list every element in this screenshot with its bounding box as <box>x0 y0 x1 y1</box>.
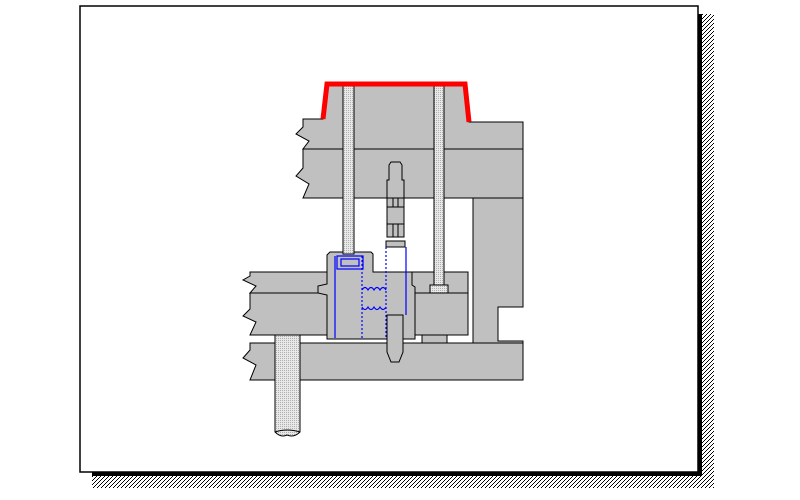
center-pin <box>386 161 405 238</box>
paper-shadow <box>92 14 714 488</box>
paper <box>79 5 699 473</box>
molded-cap <box>320 81 472 123</box>
ejector-rod <box>274 334 301 437</box>
right-rod-head <box>429 284 449 294</box>
left-guide-rod <box>342 85 355 255</box>
right-guide-rod <box>433 85 445 286</box>
part-outline <box>334 247 407 338</box>
lower-pin <box>386 314 404 363</box>
pin-collar <box>385 240 406 248</box>
insert-blue <box>336 255 364 270</box>
ejector-plate <box>242 342 524 381</box>
spacer-block <box>421 334 448 344</box>
cavity-plate <box>295 148 524 199</box>
